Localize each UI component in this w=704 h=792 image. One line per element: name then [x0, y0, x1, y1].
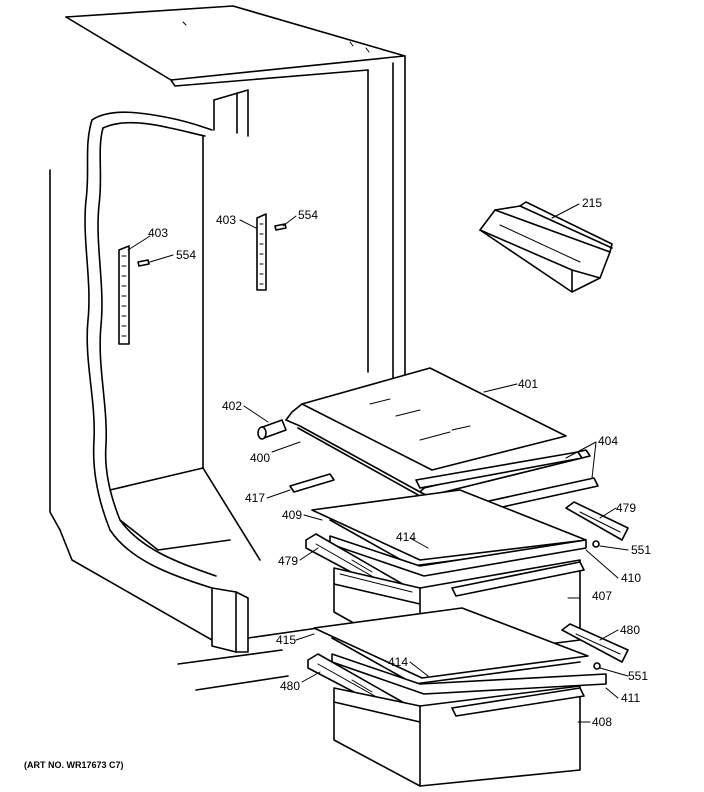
end-cap-402 — [257, 419, 287, 440]
callout-554-left: 554 — [176, 248, 196, 262]
screw-551-top — [592, 540, 600, 548]
slide-rail-480-right — [561, 623, 629, 663]
callout-401: 401 — [518, 377, 538, 391]
rail-417 — [289, 473, 335, 493]
screw-554-left — [137, 259, 150, 267]
shelf-ladder-left — [118, 245, 130, 345]
callout-479-left: 479 — [278, 554, 298, 568]
callout-400: 400 — [250, 451, 270, 465]
callout-415: 415 — [276, 633, 296, 647]
callout-408: 408 — [592, 715, 612, 729]
callout-554-right: 554 — [298, 208, 318, 222]
shelf-ladder-right — [256, 213, 267, 291]
slide-rail-479-right — [565, 501, 629, 541]
refrigerator-cabinet — [49, 5, 406, 691]
callout-414-top: 414 — [396, 530, 416, 544]
callout-479-right: 479 — [616, 501, 636, 515]
callout-410: 410 — [621, 571, 641, 585]
callout-414-bottom: 414 — [388, 655, 408, 669]
screw-551-bottom — [593, 662, 601, 670]
callout-551-top: 551 — [631, 543, 651, 557]
callout-402: 402 — [222, 399, 242, 413]
callout-409: 409 — [282, 508, 302, 522]
callout-403-right: 403 — [216, 213, 236, 227]
callout-403-left: 403 — [148, 226, 168, 240]
bin-215 — [479, 201, 613, 293]
callout-404: 404 — [598, 434, 618, 448]
art-number: (ART NO. WR17673 C7) — [24, 760, 124, 770]
callout-215: 215 — [582, 196, 602, 210]
callout-407: 407 — [592, 589, 612, 603]
callout-480-left: 480 — [280, 679, 300, 693]
callout-551-bottom: 551 — [628, 669, 648, 683]
leader-lines — [127, 203, 629, 723]
callout-417: 417 — [245, 491, 265, 505]
glass-shelf-401 — [301, 367, 567, 471]
callout-480-right: 480 — [620, 623, 640, 637]
callout-411: 411 — [621, 691, 640, 705]
crisper-drawer-408 — [333, 685, 585, 787]
